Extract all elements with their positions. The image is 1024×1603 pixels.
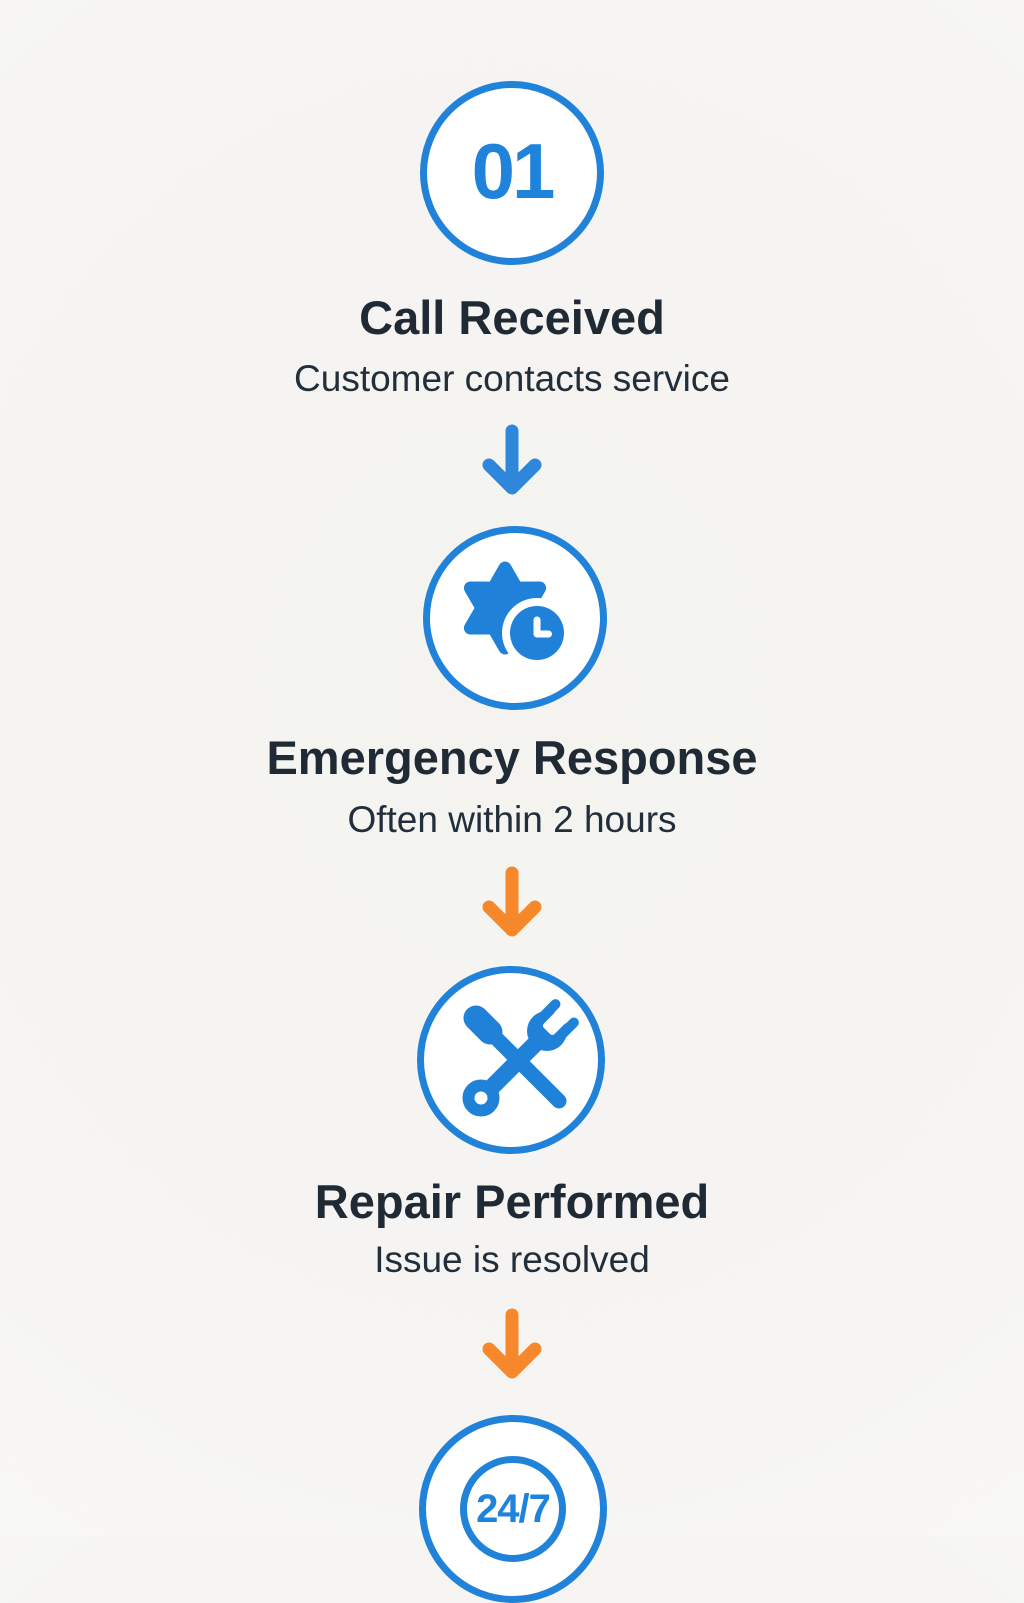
step-2-circle — [423, 526, 607, 710]
star-clock-icon — [463, 561, 572, 668]
step-1-circle: 01 — [420, 81, 604, 265]
step-2-title: Emergency Response — [266, 731, 758, 784]
step-3-circle — [417, 966, 605, 1154]
step-3-title: Repair Performed — [314, 1175, 710, 1228]
down-arrow-icon — [482, 866, 542, 937]
step-1-subtitle: Customer contacts service — [294, 358, 730, 399]
step-4-circle: 24/7 — [419, 1415, 607, 1603]
down-arrow-icon — [482, 1308, 542, 1379]
step-3-subtitle: Issue is resolved — [374, 1239, 650, 1280]
step-4-inner-circle: 24/7 — [460, 1456, 566, 1562]
wrench-screwdriver-icon — [462, 998, 580, 1117]
step-2-subtitle: Often within 2 hours — [347, 799, 677, 840]
24-7-badge: 24/7 — [476, 1487, 551, 1531]
service-process-flowchart: 01 Call Received Customer contacts servi… — [266, 81, 758, 1603]
down-arrow-icon — [482, 424, 542, 495]
step-1-number-badge: 01 — [471, 127, 556, 215]
step-1-title: Call Received — [359, 291, 665, 344]
